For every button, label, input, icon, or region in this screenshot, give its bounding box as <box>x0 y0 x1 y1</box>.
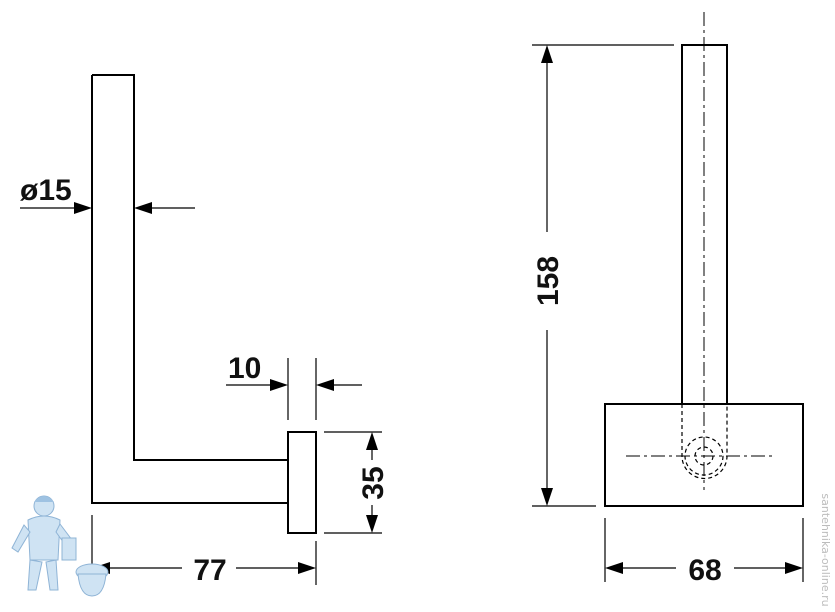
side-view: ø15 10 35 <box>20 74 390 587</box>
base-height-label: 35 <box>357 466 390 499</box>
diameter-dimension: ø15 <box>20 174 195 214</box>
base-width-label: 68 <box>688 554 721 587</box>
height-dimension: 158 <box>532 44 674 507</box>
projection-label: 77 <box>193 554 226 587</box>
height-label: 158 <box>532 256 565 306</box>
base-width-dimension: 68 <box>604 518 804 587</box>
diameter-label: ø15 <box>20 174 72 207</box>
front-view-hidden-rod <box>681 404 728 480</box>
front-view-base <box>604 403 804 507</box>
front-view: 158 68 <box>532 12 804 587</box>
plumber-logo <box>11 495 109 597</box>
watermark-text: santehnika-online.ru <box>819 493 832 606</box>
side-view-flange <box>287 431 317 534</box>
projection-dimension: 77 <box>91 515 317 587</box>
wall-offset-label: 10 <box>228 352 261 385</box>
wall-offset-dimension: 10 <box>226 352 362 420</box>
side-view-rod <box>91 74 288 504</box>
base-height-dimension: 35 <box>324 431 390 534</box>
